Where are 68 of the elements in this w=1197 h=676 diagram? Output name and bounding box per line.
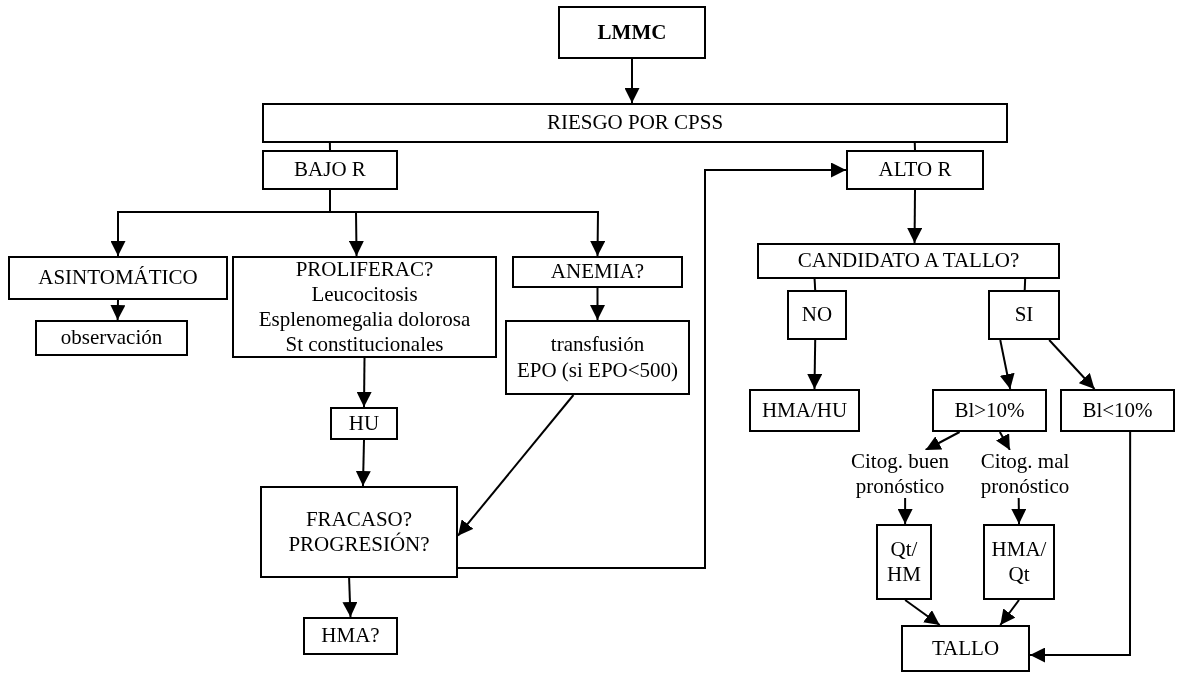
arrow — [590, 287, 605, 321]
arrow — [329, 189, 606, 257]
box-text: observación — [60, 325, 163, 351]
process-box — [932, 389, 1047, 432]
box-text: HMA? — [321, 623, 380, 649]
box-text: LMMC — [597, 19, 667, 46]
box-text: TALLO — [931, 635, 1000, 662]
process-box — [262, 103, 1008, 143]
arrow — [924, 431, 961, 451]
arrow — [355, 439, 371, 487]
arrow — [1011, 497, 1027, 525]
process-box — [901, 625, 1030, 672]
box-text: Qt/ HM — [886, 536, 922, 588]
box-text: CANDIDATO A TALLO? — [797, 248, 1020, 274]
process-box — [35, 320, 188, 356]
process-box — [757, 243, 1060, 279]
box-text: HMA/ Qt — [990, 536, 1048, 588]
process-box — [303, 617, 398, 655]
arrow — [624, 58, 640, 104]
box-text: Bl<10% — [1082, 397, 1153, 424]
process-box — [787, 290, 847, 340]
box-text: SI — [1014, 302, 1034, 328]
arrow — [907, 189, 923, 244]
node-text: Citog. mal pronóstico — [979, 448, 1071, 500]
box-text: EPO (si EPO<500) — [516, 357, 679, 383]
arrow — [1048, 339, 1096, 390]
arrow — [457, 394, 575, 537]
box-text: St constitucionales — [285, 332, 444, 358]
process-box — [262, 150, 398, 190]
box-text: Leucocitosis — [311, 281, 418, 307]
process-box — [1060, 389, 1175, 432]
process-box — [505, 320, 690, 395]
process-box — [749, 389, 860, 432]
arrow — [342, 577, 358, 618]
process-box — [330, 407, 398, 440]
box-text: FRACASO? PROGRESIÓN? — [287, 506, 431, 558]
arrow — [999, 599, 1020, 626]
arrow — [457, 162, 847, 569]
arrow — [1029, 431, 1132, 663]
box-text: Esplenomegalia dolorosa — [258, 307, 471, 333]
process-box — [983, 524, 1055, 600]
node-text: Citog. buen pronóstico — [850, 448, 950, 500]
process-box — [876, 524, 932, 600]
box-text: Bl>10% — [954, 397, 1025, 424]
process-box — [558, 6, 706, 59]
process-box — [260, 486, 458, 578]
box-text: HMA/HU — [761, 397, 848, 424]
arrow — [110, 299, 126, 321]
box-text: PROLIFERAC? — [295, 256, 434, 282]
box-text: ALTO R — [878, 157, 952, 183]
box-text: BAJO R — [294, 157, 366, 183]
arrow — [807, 339, 823, 390]
process-box — [512, 256, 683, 288]
arrow — [996, 431, 1011, 451]
box-text: ASINTOMÁTICO — [38, 265, 198, 291]
box-text: ANEMIA? — [550, 259, 645, 285]
process-box — [8, 256, 228, 300]
arrow — [999, 339, 1015, 390]
box-text: RIESGO POR CPSS — [546, 110, 724, 136]
process-box — [988, 290, 1060, 340]
arrow — [356, 357, 372, 408]
arrow — [897, 497, 913, 525]
box-text: transfusión — [550, 332, 645, 358]
arrow — [904, 599, 941, 626]
process-box — [232, 256, 497, 358]
box-text: HU — [348, 410, 380, 437]
box-text: NO — [801, 302, 833, 328]
process-box — [846, 150, 984, 190]
